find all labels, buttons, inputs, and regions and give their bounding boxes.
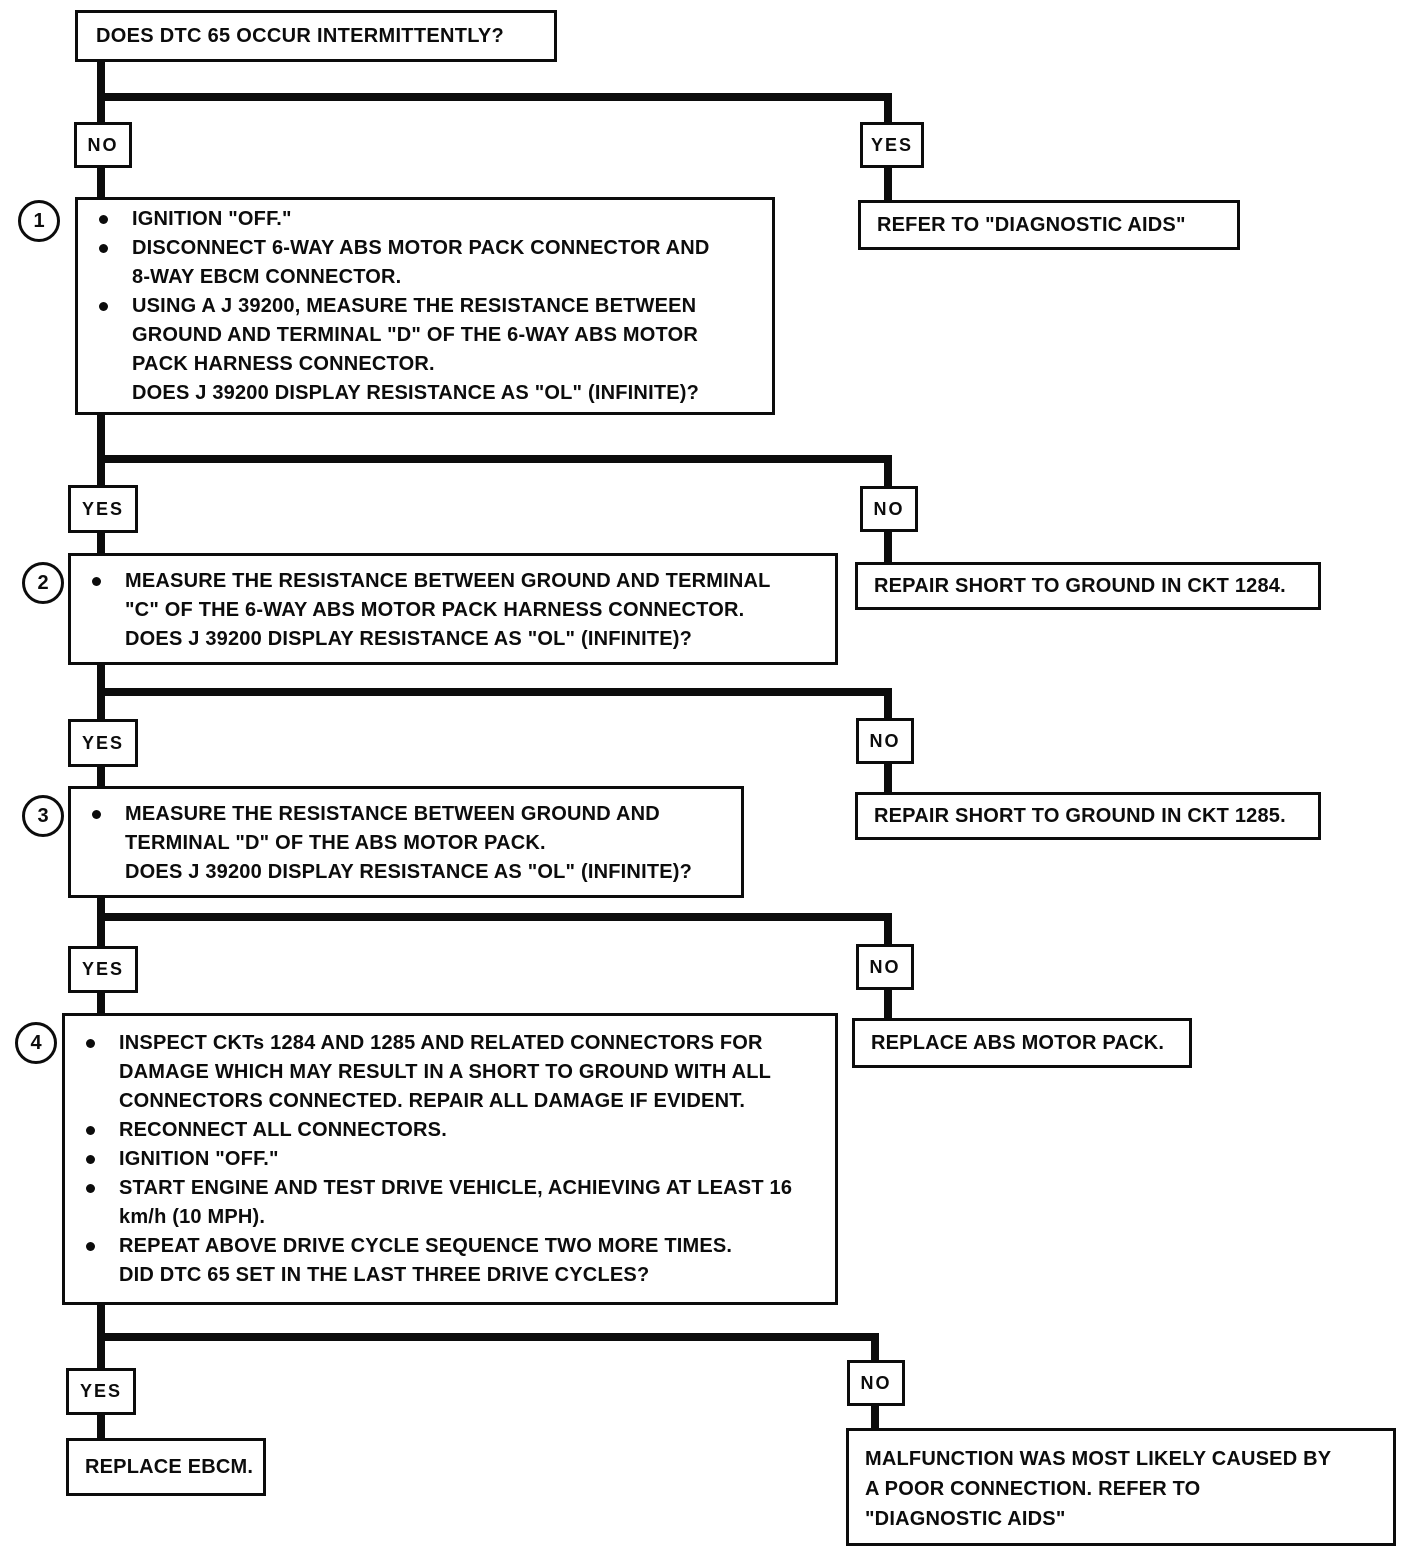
branch-label: YES xyxy=(79,1381,123,1401)
branch-yes-2: YES xyxy=(68,485,138,533)
step-question: DOES J 39200 DISPLAY RESISTANCE AS "OL" … xyxy=(125,628,693,650)
branch-no-2: NO xyxy=(860,486,918,532)
step-2-number: 2 xyxy=(22,562,64,604)
branch-label: YES xyxy=(81,498,125,519)
connector-split-1 xyxy=(97,93,892,101)
terminal-text: REPLACE ABS MOTOR PACK. xyxy=(871,1032,1165,1054)
step-item: RECONNECT ALL CONNECTORS. xyxy=(65,1116,803,1145)
terminal-repair-ckt-1284: REPAIR SHORT TO GROUND IN CKT 1284. xyxy=(855,562,1321,610)
step-item: IGNITION "OFF." xyxy=(65,1145,803,1174)
step-item: DISCONNECT 6-WAY ABS MOTOR PACK CONNECTO… xyxy=(78,234,726,292)
connector-split-2 xyxy=(97,455,892,463)
step-item: IGNITION "OFF." xyxy=(78,205,726,234)
step-item: MEASURE THE RESISTANCE BETWEEN GROUND AN… xyxy=(71,800,709,858)
step-4-box: INSPECT CKTs 1284 AND 1285 AND RELATED C… xyxy=(62,1013,838,1305)
branch-no-4: NO xyxy=(856,944,914,990)
step-question: DOES J 39200 DISPLAY RESISTANCE AS "OL" … xyxy=(125,861,693,883)
terminal-diagnostic-aids: REFER TO "DIAGNOSTIC AIDS" xyxy=(858,200,1240,250)
terminal-text: REPAIR SHORT TO GROUND IN CKT 1284. xyxy=(874,575,1286,597)
step-number-text: 4 xyxy=(30,1031,42,1054)
terminal-text: REFER TO "DIAGNOSTIC AIDS" xyxy=(877,214,1186,236)
step-1-box: IGNITION "OFF." DISCONNECT 6-WAY ABS MOT… xyxy=(75,197,775,415)
step-number-text: 1 xyxy=(33,209,45,232)
step-2-box: MEASURE THE RESISTANCE BETWEEN GROUND AN… xyxy=(68,553,838,665)
start-question-box: DOES DTC 65 OCCUR INTERMITTENTLY? xyxy=(75,10,557,62)
step-item: USING A J 39200, MEASURE THE RESISTANCE … xyxy=(78,292,726,379)
connector-split-4 xyxy=(97,913,892,921)
step-number-text: 3 xyxy=(37,804,49,827)
terminal-repair-ckt-1285: REPAIR SHORT TO GROUND IN CKT 1285. xyxy=(855,792,1321,840)
branch-label: NO xyxy=(869,730,901,751)
branch-yes-3: YES xyxy=(68,719,138,767)
step-question: DID DTC 65 SET IN THE LAST THREE DRIVE C… xyxy=(119,1264,650,1286)
branch-label: NO xyxy=(869,956,901,977)
branch-label: YES xyxy=(81,959,125,979)
branch-label: NO xyxy=(87,134,119,155)
connector-split-5 xyxy=(97,1333,879,1341)
branch-yes-1: YES xyxy=(860,122,924,168)
branch-yes-5: YES xyxy=(66,1368,136,1415)
connector-split-3 xyxy=(97,688,892,696)
terminal-replace-ebcm: REPLACE EBCM. xyxy=(66,1438,266,1496)
step-item: INSPECT CKTs 1284 AND 1285 AND RELATED C… xyxy=(65,1029,803,1116)
terminal-text: MALFUNCTION WAS MOST LIKELY CAUSED BY A … xyxy=(865,1448,1331,1530)
branch-label: YES xyxy=(870,134,914,155)
step-1-number: 1 xyxy=(18,200,60,242)
step-3-box: MEASURE THE RESISTANCE BETWEEN GROUND AN… xyxy=(68,786,744,898)
branch-no-3: NO xyxy=(856,718,914,764)
branch-label: YES xyxy=(81,732,125,753)
branch-label: NO xyxy=(873,498,905,519)
terminal-text: REPAIR SHORT TO GROUND IN CKT 1285. xyxy=(874,805,1286,827)
terminal-poor-connection: MALFUNCTION WAS MOST LIKELY CAUSED BY A … xyxy=(846,1428,1396,1546)
terminal-replace-abs-motor-pack: REPLACE ABS MOTOR PACK. xyxy=(852,1018,1192,1068)
step-number-text: 2 xyxy=(37,571,49,594)
branch-label: NO xyxy=(860,1372,892,1393)
step-4-number: 4 xyxy=(15,1022,57,1064)
branch-yes-4: YES xyxy=(68,946,138,993)
branch-no-5: NO xyxy=(847,1360,905,1406)
step-3-number: 3 xyxy=(22,795,64,837)
step-question: DOES J 39200 DISPLAY RESISTANCE AS "OL" … xyxy=(132,382,700,404)
start-question-text: DOES DTC 65 OCCUR INTERMITTENTLY? xyxy=(96,24,505,47)
step-item: REPEAT ABOVE DRIVE CYCLE SEQUENCE TWO MO… xyxy=(65,1232,803,1261)
branch-no-1: NO xyxy=(74,122,132,168)
step-item: MEASURE THE RESISTANCE BETWEEN GROUND AN… xyxy=(71,567,774,625)
step-item: START ENGINE AND TEST DRIVE VEHICLE, ACH… xyxy=(65,1174,803,1232)
terminal-text: REPLACE EBCM. xyxy=(85,1456,254,1478)
